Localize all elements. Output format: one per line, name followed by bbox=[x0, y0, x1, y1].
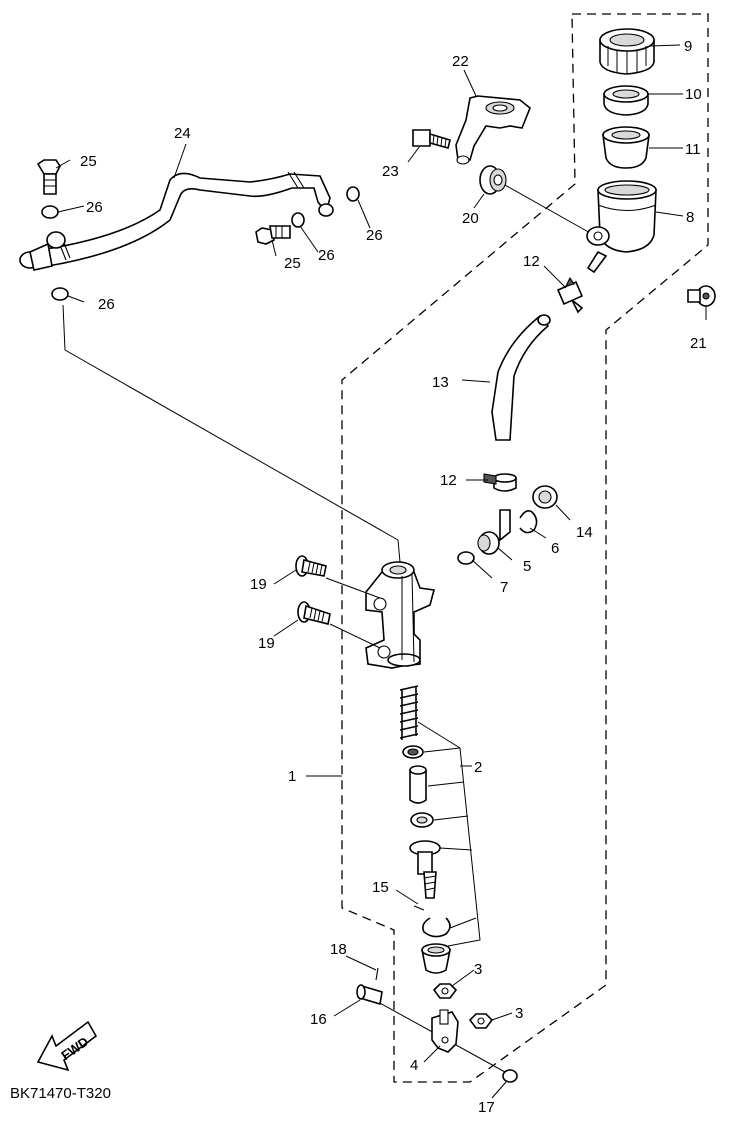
push-rod-part bbox=[423, 871, 437, 899]
callout-4: 4 bbox=[410, 1057, 418, 1074]
copper-washer-left-lower-part bbox=[51, 287, 69, 301]
washer-17-part bbox=[502, 1069, 518, 1083]
callout-6: 6 bbox=[551, 540, 559, 557]
fwd-arrow-icon: FWD bbox=[36, 1020, 98, 1072]
piston-kit-washer-part bbox=[402, 745, 424, 759]
reservoir-joint-cap-part bbox=[532, 485, 558, 509]
callout-25-right: 25 bbox=[284, 255, 301, 272]
grommet-part bbox=[479, 165, 507, 195]
callout-3-upper: 3 bbox=[474, 961, 482, 978]
callout-10: 10 bbox=[685, 86, 702, 103]
reservoir-bracket-part bbox=[455, 95, 531, 165]
reservoir-hose-upper-end bbox=[537, 314, 551, 326]
callout-2: 2 bbox=[474, 759, 482, 776]
hose-joint-part bbox=[477, 509, 511, 555]
callout-1: 1 bbox=[288, 768, 296, 785]
callout-26-right-inner: 26 bbox=[318, 247, 335, 264]
callout-25-left: 25 bbox=[80, 153, 97, 170]
assembly-line-hose-to-body bbox=[62, 304, 401, 563]
copper-washer-left-upper-part bbox=[41, 205, 59, 219]
callout-8: 8 bbox=[686, 209, 694, 226]
piston-kit-piston-part bbox=[409, 840, 441, 875]
cotter-pin-18-part bbox=[375, 967, 379, 981]
reservoir-tank-part bbox=[586, 180, 657, 274]
lower-hose-clamp-part bbox=[483, 473, 517, 492]
clevis-part bbox=[431, 1009, 459, 1053]
piston-kit-seal-part bbox=[410, 812, 434, 828]
union-bolt-right-part bbox=[255, 225, 291, 245]
callout-21: 21 bbox=[690, 335, 707, 352]
callout-19-lower: 19 bbox=[258, 635, 275, 652]
callout-11: 11 bbox=[685, 141, 701, 158]
callout-26-left-lower: 26 bbox=[98, 296, 115, 313]
reservoir-cap-part bbox=[599, 28, 655, 75]
piston-kit-circlip-part bbox=[422, 917, 451, 938]
master-cylinder-body-part bbox=[365, 561, 436, 669]
callout-15: 15 bbox=[372, 879, 389, 896]
copper-washer-right-outer-part bbox=[346, 186, 360, 202]
reservoir-bolt-part bbox=[687, 285, 716, 307]
callout-7: 7 bbox=[500, 579, 508, 596]
callout-24: 24 bbox=[174, 125, 191, 142]
callout-26-left-upper: 26 bbox=[86, 199, 103, 216]
o-ring-part bbox=[457, 551, 475, 565]
callout-numbers: 9 10 11 8 22 23 20 12 21 13 12 14 6 5 7 … bbox=[80, 38, 707, 1116]
piston-kit-primary-cup-part bbox=[409, 765, 427, 804]
diaphragm-part bbox=[602, 126, 650, 169]
callout-14: 14 bbox=[576, 524, 593, 541]
circlip-part bbox=[519, 510, 538, 534]
cotter-pin-15-part bbox=[413, 905, 425, 911]
union-bolt-left-part bbox=[36, 159, 61, 195]
callout-5: 5 bbox=[523, 558, 531, 575]
callout-9: 9 bbox=[684, 38, 692, 55]
clevis-pin-part bbox=[356, 984, 383, 1006]
mounting-bolt-upper-part bbox=[295, 555, 327, 577]
callout-19-upper: 19 bbox=[250, 576, 267, 593]
locknut-lower-part bbox=[468, 1013, 494, 1029]
callout-26-right-outer: 26 bbox=[366, 227, 383, 244]
brake-hose-part bbox=[19, 171, 334, 271]
callout-20: 20 bbox=[462, 210, 479, 227]
leader-lines bbox=[55, 44, 707, 1099]
piston-kit-boot-part bbox=[421, 943, 451, 974]
copper-washer-right-inner-part bbox=[291, 212, 305, 228]
callout-13: 13 bbox=[432, 374, 449, 391]
upper-hose-clamp-part bbox=[556, 276, 584, 314]
reservoir-hose-part bbox=[491, 314, 550, 441]
piston-spring-part bbox=[399, 685, 419, 740]
callout-12-upper: 12 bbox=[523, 253, 540, 270]
callout-16: 16 bbox=[310, 1011, 327, 1028]
callout-12-lower: 12 bbox=[440, 472, 457, 489]
callout-17: 17 bbox=[478, 1099, 495, 1116]
callout-23: 23 bbox=[382, 163, 399, 180]
diagram-reference-code: BK71470-T320 bbox=[10, 1085, 111, 1102]
mounting-bolt-lower-part bbox=[297, 601, 331, 625]
bracket-bolt-part bbox=[412, 129, 451, 149]
assembly-line-bolt-to-reservoir bbox=[504, 184, 593, 235]
diaphragm-plate-part bbox=[603, 85, 649, 116]
locknut-upper-part bbox=[432, 983, 458, 999]
callout-18: 18 bbox=[330, 941, 347, 958]
callout-3-lower: 3 bbox=[515, 1005, 523, 1022]
callout-22: 22 bbox=[452, 53, 469, 70]
